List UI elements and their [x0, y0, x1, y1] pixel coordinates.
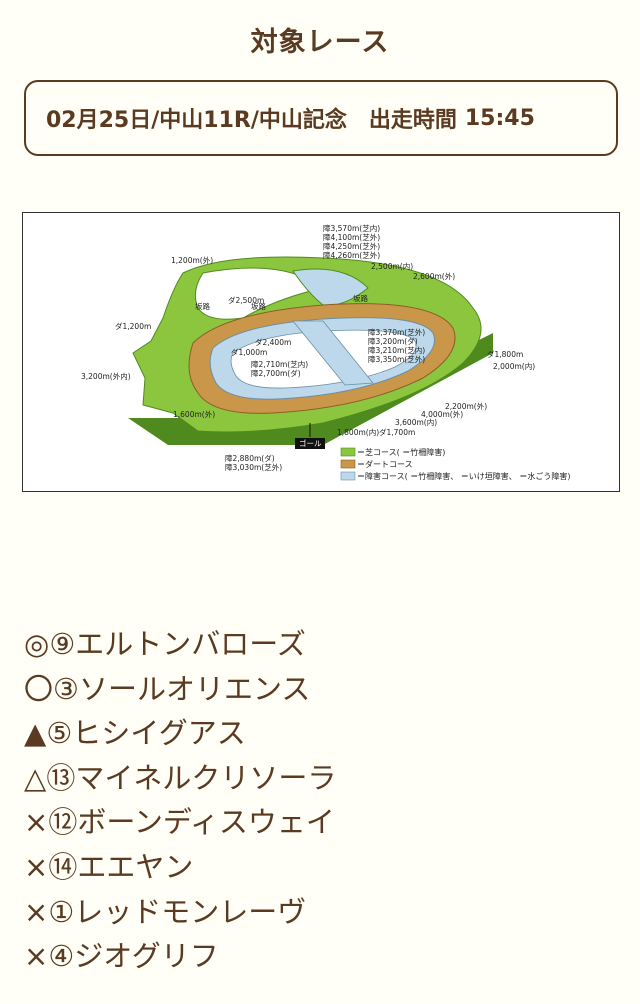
pick-mark: ▲: [24, 716, 47, 751]
horse-name: ⑫ボーンディスウェイ: [48, 805, 335, 840]
dist-label: 1,800m(内): [337, 427, 379, 437]
dist-label: 障2,710m(芝内): [251, 359, 308, 369]
pick-mark: △: [24, 760, 47, 795]
dist-label: 1,600m(外): [173, 409, 215, 419]
pick-mark: ×: [24, 939, 49, 974]
course-diagram: ゴール 1,200m(外) 障3,570m(芝内) 障4,100m(芝外) 障4…: [81, 223, 570, 481]
pick-mark: ×: [24, 805, 49, 840]
legend-turf: ＝芝コース( ＝竹柵障害): [357, 447, 445, 457]
dist-label: 1,200m(外): [171, 255, 213, 265]
horse-name: ⑨エルトンバローズ: [49, 627, 306, 661]
dist-label: ダ1,700m: [379, 427, 415, 437]
start-time: 15:45: [464, 105, 535, 131]
hill-loop-2: [292, 268, 369, 306]
dist-label: 障3,200m(ダ): [368, 336, 418, 346]
dist-label: ダ1,000m: [231, 347, 267, 357]
picks-list: ◎⑨エルトンバローズ 〇③ソールオリエンス ▲⑤ヒシイグアス △⑬マイネルクリソ…: [24, 622, 624, 979]
dist-label: 障3,570m(芝内): [323, 223, 380, 233]
slope-label: 坂路: [353, 293, 368, 303]
list-item: 〇③ソールオリエンス: [24, 667, 624, 712]
dist-label: 障3,370m(芝外): [368, 327, 425, 337]
horse-name: ⑭エエヤン: [48, 849, 194, 884]
hill-loop: [194, 267, 325, 320]
dist-label: 障3,210m(芝内): [368, 345, 425, 355]
dist-label: 障3,350m(芝外): [368, 354, 425, 364]
dist-label: ダ2,500m: [228, 295, 264, 305]
dist-label: 障4,100m(芝外): [323, 232, 380, 242]
dist-label: ダ1,200m: [115, 321, 151, 331]
race-info-box: 02月25日/中山11R/中山記念 出走時間 15:45: [24, 80, 618, 156]
dist-label: ダ2,400m: [255, 337, 291, 347]
goal-marker: [295, 438, 325, 449]
dist-label: 2,600m(外): [413, 271, 455, 281]
dist-label: 2,500m(内): [371, 261, 413, 271]
legend-jump-swatch: [340, 471, 356, 481]
list-item: ×⑫ボーンディスウェイ: [24, 800, 624, 845]
legend-dirt-swatch: [340, 459, 356, 469]
dist-label: 3,200m(外内): [81, 371, 131, 381]
horse-name: ③ソールオリエンス: [53, 671, 311, 706]
list-item: ×⑭エエヤン: [24, 845, 624, 890]
start-time-label: 出走時間: [368, 108, 457, 133]
horse-name: ⑤ヒシイグアス: [46, 716, 246, 751]
page-title: 対象レース: [250, 27, 390, 58]
course-map: ゴール 1,200m(外) 障3,570m(芝内) 障4,100m(芝外) 障4…: [22, 212, 620, 492]
list-item: ×④ジオグリフ: [24, 934, 624, 979]
dist-label: 2,200m(外): [445, 401, 487, 411]
dist-label: 障4,250m(芝外): [323, 241, 380, 251]
dist-label: 3,600m(内): [395, 417, 437, 427]
horse-name: ①レッドモンレーヴ: [48, 894, 307, 929]
dist-label: 障3,030m(芝外): [225, 462, 282, 472]
dist-label: 2,000m(内): [493, 361, 535, 371]
pick-mark: ×: [24, 894, 49, 929]
slope-label: 坂路: [195, 301, 210, 311]
legend-dirt: ＝ダートコース: [357, 459, 413, 469]
goal-label: ゴール: [299, 438, 322, 448]
list-item: ▲⑤ヒシイグアス: [24, 711, 624, 756]
pick-mark: ×: [24, 849, 49, 884]
legend-jump: ＝障害コース( ＝竹柵障害、 ＝いけ垣障害、 ＝水ごう障害): [357, 471, 570, 481]
list-item: ×①レッドモンレーヴ: [24, 890, 624, 935]
dist-label: ダ1,800m: [487, 349, 523, 359]
list-item: ◎⑨エルトンバローズ: [24, 622, 624, 667]
slope-label: 坂路: [251, 301, 266, 311]
dist-label: 4,000m(外): [421, 409, 463, 419]
dist-label: 障4,260m(芝外): [323, 250, 380, 260]
horse-name: ⑬マイネルクリソーラ: [46, 760, 337, 795]
race-info: 02月25日/中山11R/中山記念: [46, 108, 347, 133]
dist-label: 障2,880m(ダ): [225, 453, 275, 463]
legend-turf-swatch: [340, 447, 356, 457]
list-item: △⑬マイネルクリソーラ: [24, 756, 624, 801]
horse-name: ④ジオグリフ: [48, 939, 219, 974]
pick-mark: ◎: [24, 627, 50, 661]
dist-label: 障2,700m(ダ): [251, 368, 301, 378]
jump-diagonal: [292, 320, 374, 386]
pick-mark: 〇: [24, 671, 54, 706]
